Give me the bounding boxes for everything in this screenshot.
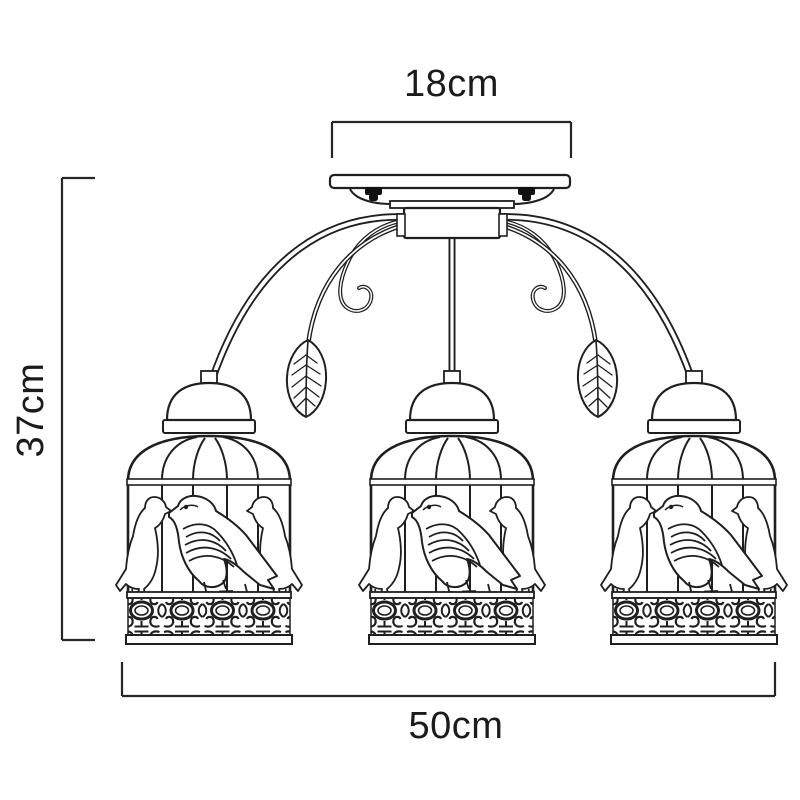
mounting-screw-left xyxy=(365,187,382,201)
right-leaf xyxy=(576,338,619,419)
dimension-left xyxy=(60,176,95,642)
mounting-screw-right xyxy=(518,187,535,201)
dimension-bottom-label: 50cm xyxy=(408,705,504,747)
lamp-cage-left xyxy=(116,371,302,644)
arm-socket-left xyxy=(396,213,406,237)
left-arm xyxy=(208,213,408,384)
left-leaf-stem xyxy=(305,222,407,348)
lamp-cage-right xyxy=(601,371,787,644)
hub-body xyxy=(402,206,502,240)
ceiling-plate xyxy=(328,173,572,190)
right-arm xyxy=(496,213,696,384)
left-scroll xyxy=(338,218,408,313)
dimension-top-label: 18cm xyxy=(404,63,499,105)
dimension-top xyxy=(330,120,573,158)
fixture-arms xyxy=(208,213,696,419)
arm-socket-right xyxy=(498,213,508,237)
left-leaf xyxy=(285,338,328,419)
dimension-left-label: 37cm xyxy=(10,362,52,458)
right-scroll xyxy=(496,218,566,313)
dimension-bottom xyxy=(120,662,777,698)
right-leaf-stem xyxy=(497,222,599,348)
canopy-assembly xyxy=(328,173,572,240)
lamp-cage-center xyxy=(359,371,545,644)
